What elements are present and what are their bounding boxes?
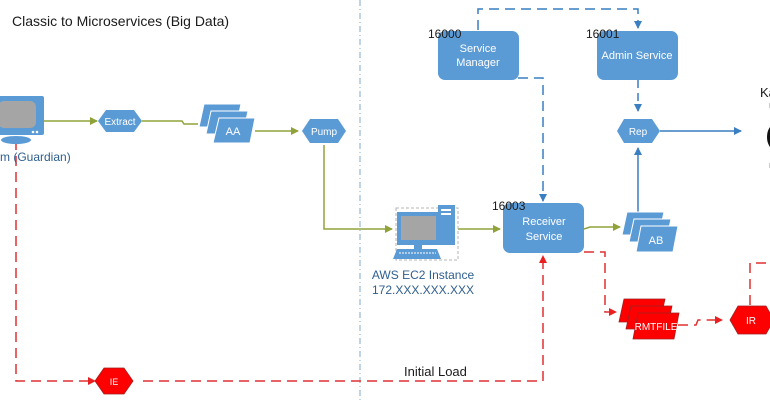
flow-pump-to-ec2 — [323, 145, 393, 233]
kafka-icon — [767, 127, 770, 147]
flow-rmtfile-to-ir — [678, 316, 723, 326]
ec2-node[interactable]: AWS EC2 Instance 172.XXX.XXX.XXX — [372, 205, 475, 297]
extract-node[interactable]: Extract — [98, 110, 142, 132]
ec2-label-line1: AWS EC2 Instance — [372, 268, 475, 282]
hexagon-shape — [302, 119, 346, 143]
flow-ie-to-receiver — [143, 255, 547, 382]
ab-label: AB — [649, 235, 664, 247]
service-manager-node[interactable]: Service Manager 16000 — [428, 27, 519, 80]
hexagon-shape — [94, 367, 134, 395]
ir-node[interactable]: IR — [729, 305, 770, 335]
rep-label: Rep — [629, 127, 648, 138]
flow-receiver-to-ab — [583, 223, 621, 231]
kafka-node[interactable]: Ka — [760, 85, 770, 168]
extract-label: Extract — [104, 117, 135, 128]
receiver-service-box — [503, 203, 584, 253]
desktop-computer-icon — [393, 205, 459, 261]
diagram-title: Classic to Microservices (Big Data) — [12, 13, 229, 29]
flow-manager-to-receiver — [518, 77, 547, 202]
kafka-label: Ka — [760, 85, 770, 100]
admin-service-box — [597, 31, 678, 80]
service-manager-port: 16000 — [428, 27, 462, 41]
flow-extract-to-aa — [142, 120, 198, 125]
flow-ir-up — [749, 262, 770, 305]
hexagon-shape — [617, 119, 660, 143]
ab-node[interactable]: AB — [621, 211, 679, 253]
flow-source-to-ie — [15, 140, 96, 385]
hexagon-shape — [98, 110, 142, 132]
monitor-icon — [0, 96, 44, 144]
hexagon-shape — [729, 305, 770, 335]
admin-service-label: Admin Service — [602, 50, 673, 62]
receiver-service-label-line1: Receiver — [522, 216, 566, 228]
source-node[interactable]: m (Guardian) — [0, 96, 71, 164]
ie-label: IE — [110, 377, 119, 387]
rmtfile-node[interactable]: RMTFILE — [618, 298, 680, 340]
receiver-service-port: 16003 — [492, 199, 526, 213]
source-label: m (Guardian) — [0, 150, 71, 164]
admin-service-port: 16001 — [586, 27, 620, 41]
receiver-service-node[interactable]: Receiver Service 16003 — [492, 199, 584, 253]
rmtfile-label: RMTFILE — [635, 322, 678, 333]
initial-load-label: Initial Load — [404, 364, 467, 379]
aa-node[interactable]: AA — [198, 103, 256, 144]
flow-receiver-to-rmtfile — [584, 251, 617, 316]
aa-label: AA — [226, 126, 241, 138]
service-manager-box — [438, 31, 519, 80]
receiver-service-label-line2: Service — [526, 231, 563, 243]
rep-node[interactable]: Rep — [617, 119, 660, 143]
service-manager-label-line1: Service — [460, 43, 497, 55]
pump-node[interactable]: Pump — [302, 119, 346, 143]
pump-label: Pump — [311, 127, 338, 138]
service-manager-label-line2: Manager — [456, 57, 500, 69]
flow-manager-to-admin — [477, 8, 642, 30]
ir-label: IR — [746, 316, 756, 327]
ec2-label-line2: 172.XXX.XXX.XXX — [372, 283, 474, 297]
ie-node[interactable]: IE — [94, 367, 134, 395]
admin-service-node[interactable]: Admin Service 16001 — [586, 27, 678, 80]
